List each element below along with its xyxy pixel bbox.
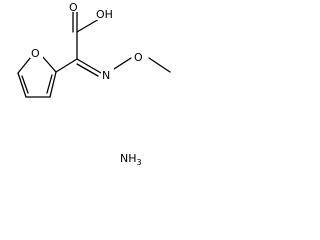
bond-alpha-c-oxime-n bbox=[76, 58, 102, 74]
bond-alpha-c-oxime-n-double bbox=[76, 63, 99, 77]
ammonia-label: NH3 bbox=[120, 152, 142, 167]
molecule-diagram: O OH O N O NH3 bbox=[17, 0, 171, 167]
bond-furan-c2-o1 bbox=[41, 55, 57, 73]
bond-furan-c3-c2 bbox=[49, 71, 57, 98]
bond-furan-c5-c4 bbox=[17, 72, 27, 98]
ammonia-subscript: 3 bbox=[137, 158, 142, 167]
bond-carboxyl-c-oh bbox=[76, 18, 100, 33]
furan-oxygen-label: O bbox=[31, 47, 40, 60]
carbonyl-oxygen-label: O bbox=[69, 1, 78, 14]
bond-alpha-c-furan-c2 bbox=[55, 58, 78, 73]
bond-furan-c3-c2-double bbox=[46, 74, 53, 94]
ammonia-base: NH bbox=[120, 152, 137, 165]
methoxy-oxygen-label: O bbox=[134, 51, 143, 64]
bond-furan-o1-c5 bbox=[17, 56, 32, 74]
hydroxyl-label: OH bbox=[96, 8, 113, 21]
bond-n-methoxy-o bbox=[113, 57, 132, 70]
bond-methoxy-o-ch3 bbox=[148, 57, 171, 73]
bond-furan-c5-c4-double bbox=[21, 75, 29, 94]
oxime-nitrogen-label: N bbox=[102, 69, 110, 82]
